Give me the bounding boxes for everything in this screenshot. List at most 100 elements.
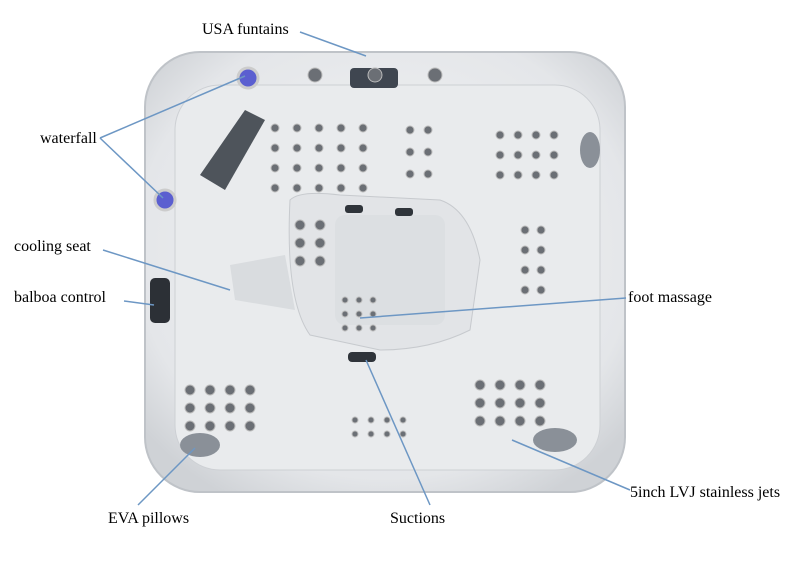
jet [383,430,391,438]
label-foot-massage: foot massage [628,289,712,306]
jet [494,379,506,391]
jet [358,123,368,133]
jet [423,125,433,135]
leader-foot-massage [359,297,627,319]
jet [494,415,506,427]
jet [536,245,546,255]
jet [367,416,375,424]
leader-cooling-seat [102,249,231,291]
jet [224,420,236,432]
jet [314,219,326,231]
jet [244,402,256,414]
eva-pillow [580,132,600,168]
jet [513,150,523,160]
jet [405,147,415,157]
jet [405,125,415,135]
jet [294,255,306,267]
jet [292,123,302,133]
jet [520,245,530,255]
leader-lvj-jets [511,439,631,491]
jet [224,402,236,414]
jet [474,415,486,427]
jet [292,183,302,193]
jet [355,310,363,318]
leader-waterfall-top [99,75,246,139]
jet [336,123,346,133]
jet [294,219,306,231]
jet [369,310,377,318]
jet [244,384,256,396]
suction [345,205,363,213]
jet [314,163,324,173]
jet [531,170,541,180]
jet [423,169,433,179]
jet [355,324,363,332]
jet [383,416,391,424]
waterfall-unit [200,110,265,190]
leader-suctions [365,359,431,506]
jet [341,310,349,318]
leader-eva-pillows [137,447,196,506]
jet [427,67,443,83]
jet [224,384,236,396]
jet [520,285,530,295]
jet [514,397,526,409]
leader-balboa-control [123,300,155,306]
jet [495,150,505,160]
eva-pillow [180,433,220,457]
foot-massage-pad [335,215,445,325]
balboa-control-panel [150,278,170,323]
jet [270,183,280,193]
jet [534,379,546,391]
leader-lines [99,31,631,506]
jet [351,430,359,438]
jet [520,265,530,275]
jet [184,402,196,414]
jet [513,130,523,140]
jet [514,415,526,427]
eva-pillow [533,428,577,452]
jet [534,397,546,409]
jet [534,415,546,427]
jet [314,123,324,133]
jet [369,296,377,304]
jet [531,150,541,160]
suction [395,208,413,216]
jet [314,237,326,249]
jet [292,143,302,153]
jet [270,143,280,153]
jet [358,183,368,193]
label-suctions: Suctions [390,510,446,527]
jet [536,285,546,295]
leader-waterfall-bottom [99,137,164,199]
jet [495,170,505,180]
jet [405,169,415,179]
jet [513,170,523,180]
jet [367,430,375,438]
jet [495,130,505,140]
waterfall-light [236,66,260,90]
jet [270,163,280,173]
label-cooling-seat: cooling seat [14,238,91,255]
hot-tub [144,51,626,493]
jet [307,67,323,83]
jet [474,379,486,391]
jet [494,397,506,409]
jets [184,67,559,438]
jet [184,420,196,432]
jet [358,163,368,173]
jet [355,296,363,304]
jet [367,67,383,83]
jet [358,143,368,153]
leader-usa-fountains [299,31,367,57]
jet [184,384,196,396]
jet [314,255,326,267]
jet [399,416,407,424]
jet [336,183,346,193]
label-lvj-jets: 5inch LVJ stainless jets [630,484,781,501]
jet [336,143,346,153]
jet [369,324,377,332]
jet [314,183,324,193]
label-usa-fountains: USA funtains [202,21,289,38]
